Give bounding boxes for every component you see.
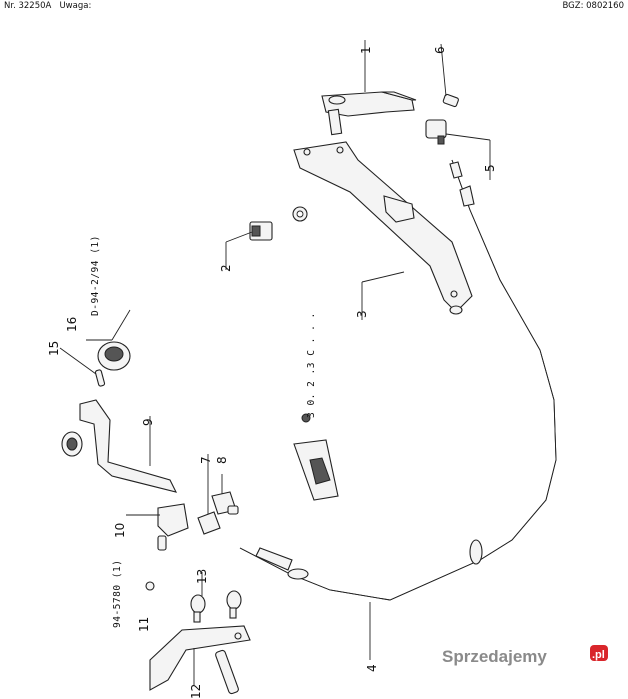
callout-1: 1 [359,46,373,54]
watermark-text: Sprzedajemy [442,647,547,666]
callout-4: 4 [365,664,379,672]
callout-13: 13 [195,569,209,584]
reference-16: D-94-2/94 (1) [90,235,101,316]
callout-7: 7 [199,456,213,464]
leader-2-b [225,231,253,243]
callout-11: 11 [137,617,151,632]
callout-9: 9 [141,418,155,426]
part-15-pin [94,369,106,387]
leader-16-b [111,309,131,341]
part-6-pin [442,93,459,108]
watermark-badge [590,645,608,661]
note-label: Uwaga: [59,1,92,11]
watermark-suffix: .pl [592,649,605,661]
part-8-clip [211,491,239,515]
callout-15: 15 [47,341,61,356]
leader-15 [59,347,97,375]
part-10-pivot [157,503,189,551]
part-7-clip [197,511,221,535]
callout-2: 2 [219,264,233,272]
reference-center: 3 0. 2 .3 C . . . [306,312,317,418]
leader-3-b [361,271,405,283]
part-11-pin [145,581,155,591]
reference-11: 94-5780 (1) [112,560,123,628]
callout-5: 5 [483,164,497,172]
callout-16: 16 [65,317,79,332]
callout-10: 10 [113,523,127,538]
leader-5 [445,133,491,141]
part-2-grommet [249,206,308,241]
part-4-cable [239,159,557,601]
part-16-knob [97,341,131,371]
callout-12: 12 [189,684,203,699]
watermark: Sprzedajemy .pl [442,645,608,666]
callout-6: 6 [433,46,447,54]
callout-3: 3 [355,310,369,318]
part-13-screws [190,590,242,623]
leader-6 [440,43,447,97]
part-5-clamp [425,119,447,145]
bgz-code: BGZ: 0802160 [562,1,624,11]
header-left: Nr. 32250A Uwaga: [4,0,91,12]
center-reference-part [293,413,339,501]
part-1-lever [321,91,417,136]
part-9-pedal-arm [61,399,178,493]
part-3-bracket [293,141,473,315]
part-12-plate [149,625,251,695]
document-number: Nr. 32250A [4,1,52,11]
callout-8: 8 [215,456,229,464]
